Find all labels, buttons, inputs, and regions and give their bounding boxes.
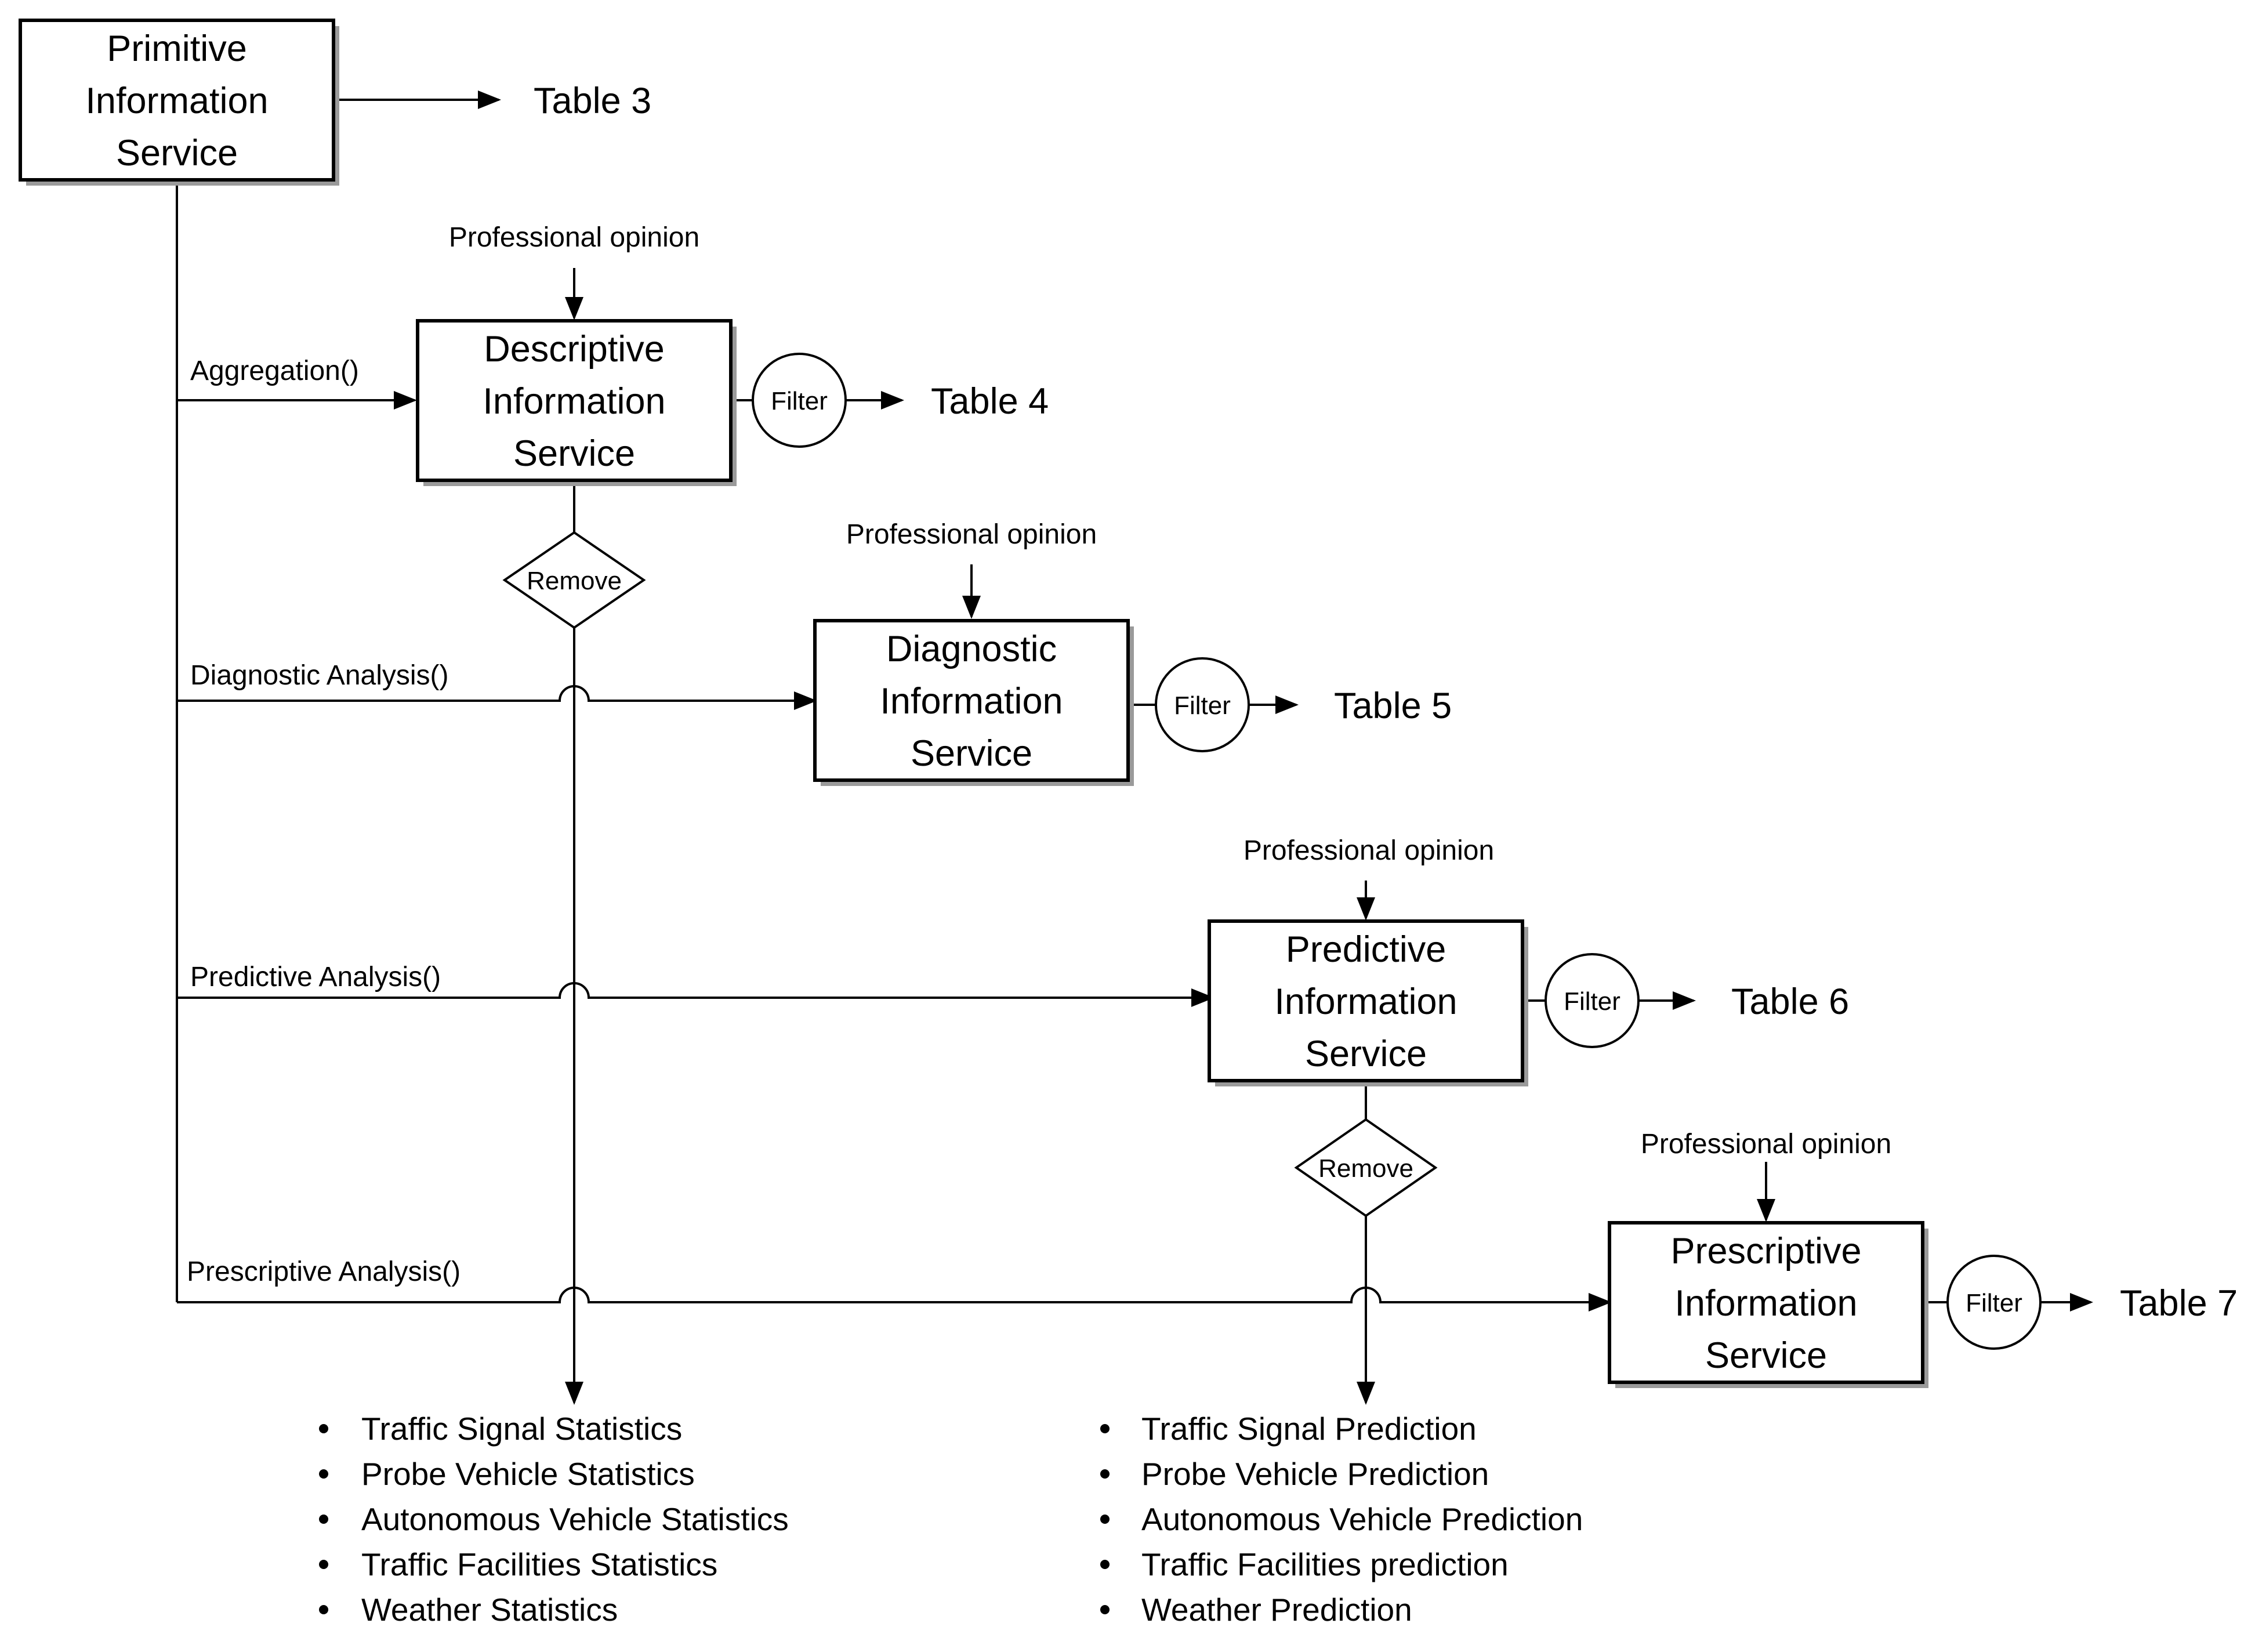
list-item: Probe Vehicle Statistics: [361, 1456, 695, 1492]
prescriptive-professional-opinion: Professional opinion: [1641, 1129, 1891, 1160]
prescriptive-line-1: Prescriptive: [1670, 1231, 1861, 1271]
predictive-filter-node: Filter: [1545, 953, 1640, 1048]
aggregation-label: Aggregation(): [190, 356, 359, 386]
table-4-label: Table 4: [931, 381, 1049, 422]
list-item: Traffic Facilities prediction: [1141, 1546, 1509, 1582]
list-item: Traffic Signal Statistics: [361, 1411, 682, 1447]
statistics-list: Traffic Signal Statistics Probe Vehicle …: [319, 1411, 789, 1628]
predictive-remove-label: Remove: [1318, 1154, 1413, 1183]
table-6-label: Table 6: [1731, 981, 1849, 1022]
prescriptive-line-2: Information: [1674, 1283, 1857, 1324]
table-3-label: Table 3: [534, 81, 651, 121]
descriptive-remove-label: Remove: [527, 567, 622, 595]
descriptive-filter-node: Filter: [752, 353, 847, 448]
bullet: [1100, 1515, 1110, 1524]
bullet: [1100, 1605, 1110, 1614]
list-item: Probe Vehicle Prediction: [1141, 1456, 1489, 1492]
predictive-line-1: Predictive: [1286, 929, 1446, 970]
prescriptive-line-3: Service: [1705, 1335, 1827, 1376]
list-item: Traffic Signal Prediction: [1141, 1411, 1477, 1447]
descriptive-professional-opinion: Professional opinion: [449, 222, 699, 253]
bullet: [319, 1515, 328, 1524]
predictive-filter-label: Filter: [1564, 987, 1620, 1016]
table-7-label: Table 7: [2120, 1283, 2238, 1324]
diagnostic-line-1: Diagnostic: [886, 629, 1057, 669]
diagnostic-filter-label: Filter: [1174, 691, 1231, 720]
predictive-line-2: Information: [1274, 981, 1457, 1022]
list-item: Autonomous Vehicle Statistics: [361, 1501, 789, 1537]
predictive-professional-opinion: Professional opinion: [1243, 835, 1494, 866]
list-item: Traffic Facilities Statistics: [361, 1546, 717, 1582]
prescriptive-filter-label: Filter: [1966, 1289, 2022, 1317]
primitive-line-1: Primitive: [107, 28, 247, 69]
descriptive-remove-node: Remove: [502, 531, 646, 629]
descriptive-information-service-box: Descriptive Information Service: [416, 319, 737, 486]
prediction-list: Traffic Signal Prediction Probe Vehicle …: [1100, 1411, 1583, 1628]
predictive-analysis-label: Predictive Analysis(): [190, 962, 441, 992]
list-item: Autonomous Vehicle Prediction: [1141, 1501, 1583, 1537]
diagnostic-professional-opinion: Professional opinion: [846, 519, 1097, 550]
predictive-line-3: Service: [1305, 1034, 1427, 1074]
primitive-line-2: Information: [85, 81, 268, 121]
prescriptive-analysis-arrow: [177, 1287, 1612, 1312]
diagnostic-filter-node: Filter: [1155, 657, 1250, 752]
bullet: [1100, 1469, 1110, 1479]
bullet: [319, 1424, 328, 1433]
list-item: Weather Prediction: [1141, 1592, 1412, 1628]
bullet: [319, 1605, 328, 1614]
diagnostic-line-2: Information: [880, 681, 1063, 722]
bullet: [1100, 1560, 1110, 1569]
list-item: Weather Statistics: [361, 1592, 618, 1628]
primitive-line-3: Service: [116, 133, 238, 173]
primitive-information-service-box: Primitive Information Service: [19, 19, 339, 186]
bullet: [319, 1560, 328, 1569]
diagnostic-information-service-box: Diagnostic Information Service: [813, 619, 1134, 786]
descriptive-line-2: Information: [483, 381, 665, 422]
predictive-remove-node: Remove: [1294, 1118, 1438, 1218]
predictive-information-service-box: Predictive Information Service: [1208, 919, 1528, 1086]
prescriptive-filter-node: Filter: [1946, 1255, 2042, 1350]
bullet: [1100, 1424, 1110, 1433]
descriptive-filter-label: Filter: [771, 387, 828, 415]
table-5-label: Table 5: [1334, 686, 1452, 726]
prescriptive-analysis-label: Prescriptive Analysis(): [187, 1256, 461, 1287]
diagnostic-analysis-label: Diagnostic Analysis(): [190, 660, 449, 691]
prescriptive-information-service-box: Prescriptive Information Service: [1608, 1221, 1928, 1388]
descriptive-line-3: Service: [513, 433, 635, 474]
descriptive-line-1: Descriptive: [484, 329, 665, 369]
diagnostic-line-3: Service: [911, 733, 1032, 774]
bullet: [319, 1469, 328, 1479]
